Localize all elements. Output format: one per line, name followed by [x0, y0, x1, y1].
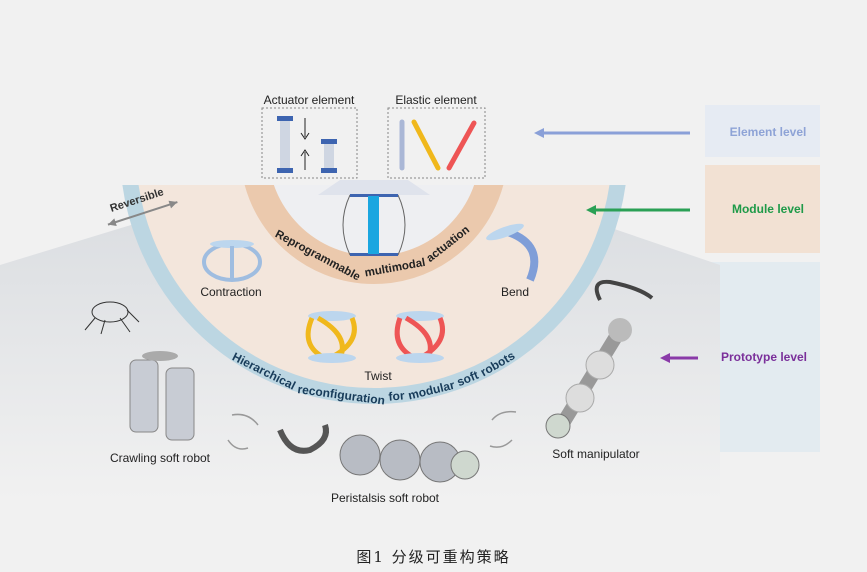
twist-label: Twist: [364, 369, 392, 383]
compress-arrows-icon: [300, 118, 310, 170]
reversible-arrow: [107, 200, 178, 226]
contraction-label: Contraction: [200, 285, 261, 299]
bend-module: [486, 223, 539, 282]
cycle-arrows-icon: [227, 410, 517, 450]
crawling-soft-robot-image: [129, 351, 195, 441]
element-level-label: Element level: [730, 125, 807, 139]
prototype-arc-word: for: [388, 388, 406, 403]
tentacle-icon: [594, 279, 654, 301]
module-actuator: [368, 196, 379, 254]
projection: [318, 180, 430, 195]
module-level-band: [705, 165, 820, 253]
peristalsis-soft-robot-label: Peristalsis soft robot: [331, 491, 440, 505]
elastic-element-box: [387, 107, 486, 179]
soft-manipulator-image: [545, 318, 632, 439]
bend-label: Bend: [501, 285, 529, 299]
actuator-plate: [277, 168, 293, 173]
prototype-level-band: [705, 262, 820, 452]
actuator-element-box: [261, 107, 358, 179]
actuator-plate: [277, 116, 293, 121]
figure-caption: 图1 分级可重构策略: [356, 548, 511, 566]
prototype-ring: [122, 185, 626, 404]
elastic-element-label: Elastic element: [395, 93, 477, 107]
contraction-module: [202, 240, 262, 282]
actuator-element-label: Actuator element: [264, 93, 355, 107]
module-level-label: Module level: [732, 202, 804, 216]
twist-module-yellow: [305, 311, 357, 363]
soft-manipulator-label: Soft manipulator: [552, 447, 639, 461]
actuator-plate: [321, 139, 337, 144]
peristalsis-soft-robot-image: [339, 434, 480, 483]
flea-icon: [84, 301, 140, 335]
prototype-level-label: Prototype level: [721, 350, 807, 364]
worm-icon: [277, 424, 329, 454]
actuator-plate: [321, 168, 337, 173]
element-level-band: [705, 105, 820, 157]
crawling-soft-robot-label: Crawling soft robot: [110, 451, 211, 465]
module-ring: [244, 185, 504, 284]
twist-module-red: [394, 311, 445, 363]
